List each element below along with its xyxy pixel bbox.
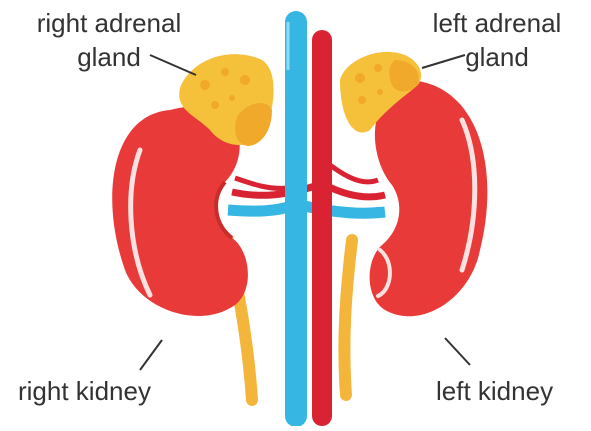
right-renal-vein (228, 205, 295, 211)
left-kidney-label: left kidney (436, 374, 553, 408)
right-adrenal-label-line1: right adrenal (14, 6, 204, 40)
right-kidney-label: right kidney (18, 374, 151, 408)
right-kidney-leader (140, 340, 162, 370)
left-adrenal-label-line1: left adrenal (404, 6, 590, 40)
left-adrenal-label-line2: gland (404, 40, 590, 74)
left-kidney (370, 80, 488, 316)
left-kidney-leader (445, 338, 470, 365)
right-adrenal-label-line2: gland (14, 40, 204, 74)
left-renal-artery (325, 185, 385, 197)
left-ureter (344, 240, 352, 395)
left-adrenal-gland-label: left adrenal gland (404, 6, 590, 74)
right-adrenal-gland-label: right adrenal gland (14, 6, 204, 74)
